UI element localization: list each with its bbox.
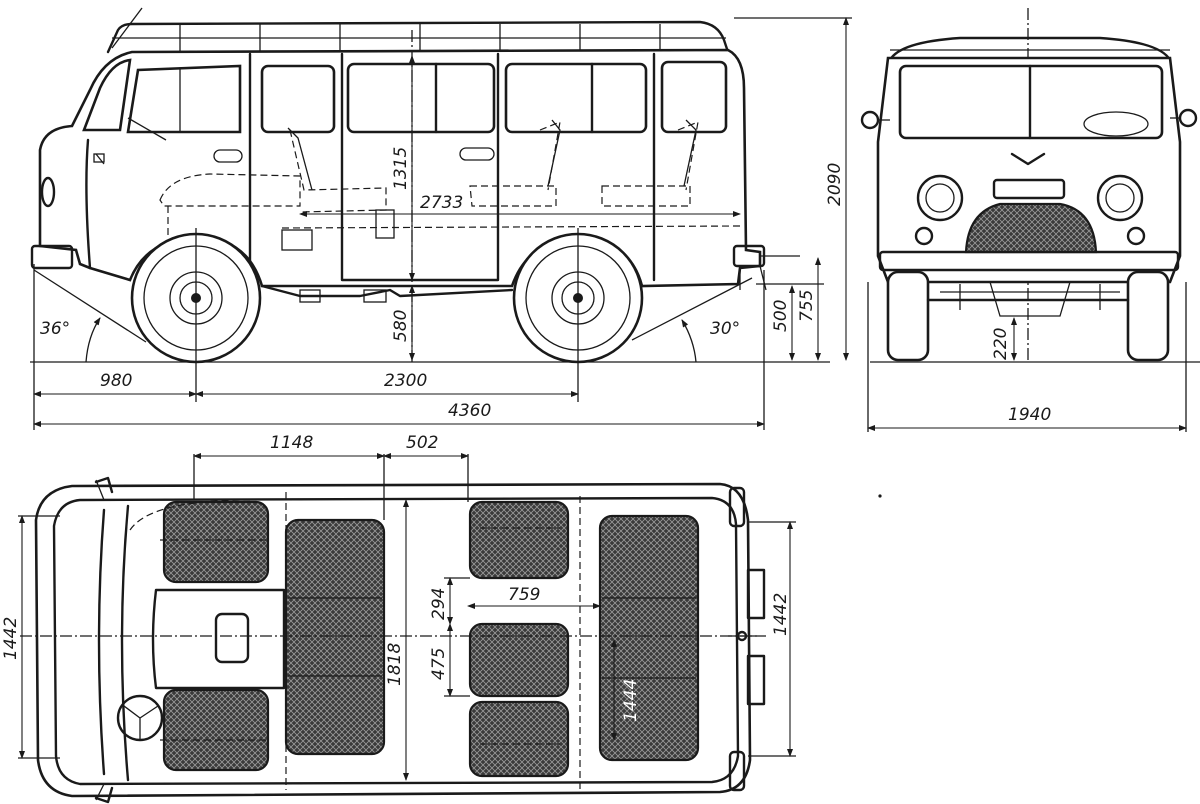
dim-seat-width: 475	[429, 648, 449, 680]
side-window-3	[504, 62, 648, 134]
dim-overall-height: 2090	[825, 163, 845, 206]
roof-rack	[106, 20, 730, 54]
seat-rear-left	[468, 500, 570, 580]
front-bumper	[878, 250, 1180, 272]
badge-emblem	[1010, 152, 1046, 166]
front-door-window	[126, 64, 242, 134]
left-mirror	[860, 110, 880, 130]
dim-front-overhang: 980	[100, 371, 132, 391]
side-window-1	[260, 64, 336, 134]
seat-rear-right	[468, 700, 570, 778]
dim-wheelbase: 2300	[384, 371, 427, 391]
seat-rear-center	[468, 622, 570, 698]
side-window-4	[660, 60, 728, 134]
right-mirror	[1178, 108, 1198, 128]
dim-aisle-span: 502	[406, 433, 438, 453]
seat-front-passenger	[162, 500, 270, 584]
front-right-wheel	[1126, 270, 1170, 362]
dim-interior-length: 2733	[420, 193, 463, 213]
bench-seat-middle	[284, 518, 386, 756]
steering-wheel-front	[1083, 111, 1149, 137]
radiator-grille	[964, 202, 1098, 254]
front-bumper-side	[30, 244, 74, 270]
dim-front-seat-span: 1148	[270, 433, 313, 453]
dim-body-width-left: 1442	[1, 617, 21, 660]
dim-overall-width: 1940	[1008, 405, 1051, 425]
dim-bumper-height: 500	[771, 300, 791, 332]
rear-light-left	[746, 568, 766, 620]
dim-seat-gap: 294	[429, 588, 449, 620]
bench-seat-rear	[598, 514, 700, 762]
engine-cover	[151, 588, 286, 690]
front-left-wheel	[886, 270, 930, 362]
dim-overall-length: 4360	[448, 401, 491, 421]
steering-wheel-top	[116, 694, 164, 742]
dim-ground-clearance: 220	[991, 328, 1011, 360]
windshield-side	[82, 58, 132, 132]
dim-body-width-right: 1442	[771, 593, 791, 636]
front-view: 1940 220	[860, 8, 1200, 432]
sliding-door-seam	[340, 52, 500, 282]
side-window-2	[346, 62, 496, 134]
right-headlight	[1096, 174, 1144, 222]
dim-departure-angle: 30°	[710, 319, 740, 339]
dim-seat-spacing: 759	[508, 585, 540, 605]
left-headlight	[916, 174, 964, 222]
rear-light-right	[746, 654, 766, 706]
dim-rear-bench-length: 1444	[621, 679, 641, 722]
seat-driver	[162, 688, 270, 772]
dim-approach-angle: 36°	[40, 319, 70, 339]
plate-front	[992, 178, 1066, 200]
top-view: 1148 502 1442 1442 1818 294 475 759 1444	[1, 433, 796, 804]
stray-dot	[878, 494, 882, 498]
dim-frame-height: 755	[797, 290, 817, 322]
dim-interior-height: 1315	[391, 147, 411, 190]
side-view: 980 2300 4360 36° 30° 2733 1315 580 2090…	[30, 7, 852, 430]
dim-floor-height: 580	[391, 310, 411, 342]
dim-interior-width: 1818	[385, 643, 405, 686]
